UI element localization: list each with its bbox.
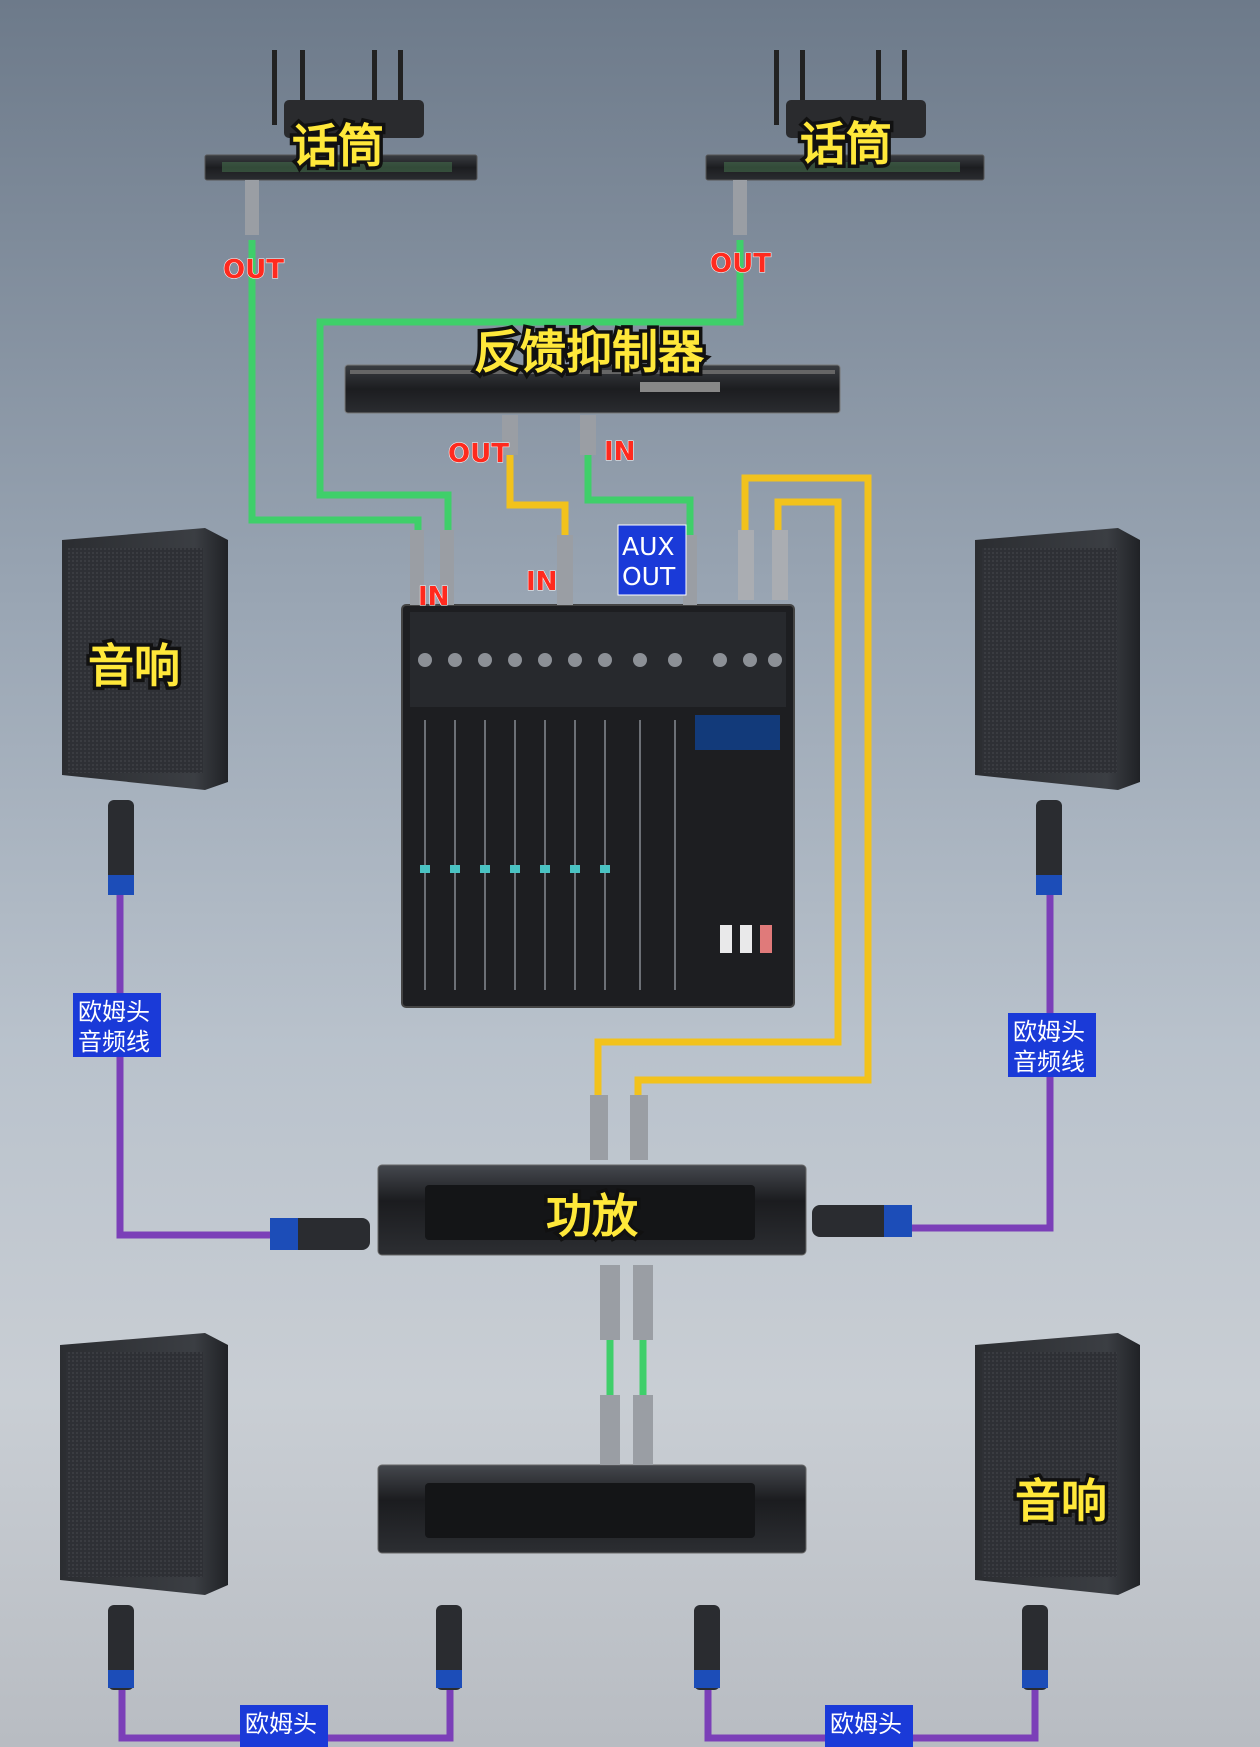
yellow-cable-main-out-1 bbox=[634, 474, 872, 1120]
label-cable-right-1: 欧姆头 bbox=[1013, 1018, 1085, 1046]
purple-cable-right bbox=[900, 870, 1054, 1232]
power-amplifier-main bbox=[270, 1095, 912, 1340]
cable-label-bottom-left: 欧姆头 bbox=[240, 1705, 328, 1747]
aux-out-badge: AUX OUT bbox=[617, 524, 687, 596]
label-cable-bottom-right: 欧姆头 bbox=[830, 1710, 902, 1738]
wireless-mic-receiver-left bbox=[204, 50, 478, 235]
purple-cable-left bbox=[116, 870, 285, 1239]
yellow-cable-main-out-2 bbox=[594, 498, 842, 1120]
label-mixer-in-2: IN bbox=[526, 567, 557, 597]
label-fs-out: OUT bbox=[448, 439, 509, 469]
wireless-mic-receiver-right bbox=[705, 50, 985, 235]
label-speaker-right: 音响 bbox=[1015, 1474, 1107, 1528]
label-fs-in: IN bbox=[604, 437, 635, 467]
label-aux-out-line2: OUT bbox=[622, 562, 676, 591]
label-out-mic-left: OUT bbox=[223, 255, 284, 285]
label-speaker-left: 音响 bbox=[88, 639, 180, 693]
label-out-mic-right: OUT bbox=[710, 249, 771, 279]
audio-mixer bbox=[401, 530, 795, 1008]
label-cable-right-2: 音频线 bbox=[1013, 1048, 1085, 1076]
label-aux-out-line1: AUX bbox=[622, 532, 675, 561]
label-feedback-suppressor: 反馈抑制器 bbox=[474, 325, 705, 379]
label-cable-left-2: 音频线 bbox=[78, 1028, 150, 1056]
yellow-cable-fs-out bbox=[506, 445, 569, 555]
label-cable-bottom-left: 欧姆头 bbox=[245, 1710, 317, 1738]
speaker-bottom-right bbox=[694, 1333, 1140, 1690]
cable-label-right: 欧姆头 音频线 bbox=[1008, 1013, 1096, 1077]
cable-label-left: 欧姆头 音频线 bbox=[73, 993, 161, 1057]
cable-label-bottom-right: 欧姆头 bbox=[825, 1705, 913, 1747]
label-mic-right: 话筒 bbox=[800, 117, 892, 171]
speaker-top-left bbox=[62, 528, 228, 895]
label-mic-left: 话筒 bbox=[292, 119, 384, 173]
speaker-top-right bbox=[975, 528, 1140, 895]
label-cable-left-1: 欧姆头 bbox=[78, 998, 150, 1026]
label-amplifier: 功放 bbox=[546, 1189, 638, 1243]
green-cable-right-mic bbox=[316, 240, 744, 540]
power-amplifier-secondary bbox=[377, 1395, 807, 1554]
speaker-bottom-left bbox=[60, 1333, 462, 1690]
label-mixer-in: IN bbox=[418, 582, 449, 612]
feedback-suppressor-unit bbox=[344, 364, 841, 455]
green-cable-aux-out bbox=[584, 445, 694, 545]
